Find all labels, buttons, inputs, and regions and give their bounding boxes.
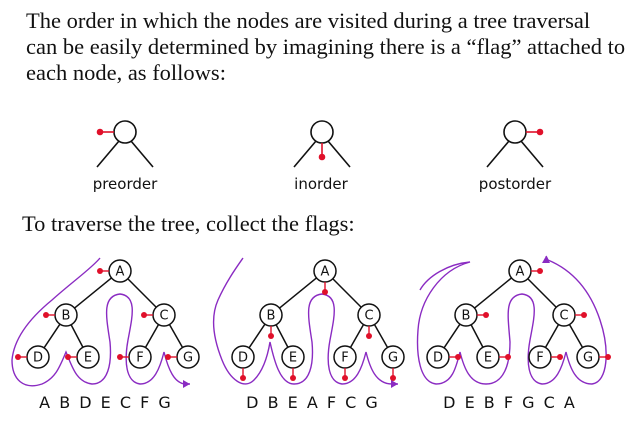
- flag-e: [290, 375, 296, 381]
- tree-edge: [527, 278, 557, 308]
- flag-f: [342, 375, 348, 381]
- postorder-traversal-path: [416, 255, 607, 385]
- preorder-tree: A B C D E F G: [11, 257, 200, 388]
- postorder-left-edge: [486, 140, 510, 168]
- flag-f: [117, 354, 123, 360]
- preorder-right-edge: [130, 140, 154, 168]
- preorder-traversal-path: [11, 257, 190, 387]
- tree-edge: [248, 323, 266, 349]
- flag-c: [366, 333, 372, 339]
- postorder-sequence: D E B F G C A: [443, 393, 577, 412]
- node-e-label: E: [484, 351, 492, 366]
- tree-edge: [43, 323, 61, 349]
- inorder-sequence: D B E A F C G: [246, 393, 380, 412]
- node-c-label: C: [559, 309, 568, 324]
- tree-edge: [275, 324, 289, 348]
- preorder-sequence: A B D E C F G: [39, 393, 173, 412]
- inorder-right-edge: [327, 140, 351, 168]
- tree-edge: [373, 324, 389, 348]
- postorder-right-edge: [520, 140, 544, 168]
- flag-d: [15, 354, 21, 360]
- postorder-tree: A B C D E F G: [416, 255, 611, 385]
- flag-e: [505, 354, 511, 360]
- preorder-flag: [96, 128, 104, 136]
- node-g-label: G: [583, 351, 593, 366]
- flag-b: [43, 312, 49, 318]
- preorder-left-edge: [96, 140, 120, 168]
- tree-edge: [74, 277, 112, 309]
- node-c-label: C: [364, 309, 373, 324]
- flag-g: [165, 354, 171, 360]
- tree-edge: [127, 278, 157, 308]
- node-f-label: F: [341, 351, 348, 366]
- inorder-tree: A B C D E F G: [212, 257, 405, 388]
- tree-edge: [544, 324, 560, 348]
- inorder-label: inorder: [294, 175, 348, 193]
- inorder-path-arrowhead: [391, 380, 398, 388]
- flag-a: [537, 268, 543, 274]
- flag-g: [390, 375, 396, 381]
- node-g-label: G: [183, 351, 193, 366]
- flag-g: [605, 354, 611, 360]
- flag-c: [581, 312, 587, 318]
- node-e-label: E: [84, 351, 92, 366]
- postorder-path-arrowhead: [542, 256, 550, 263]
- inorder-traversal-path: [212, 257, 398, 385]
- node-f-label: F: [536, 351, 543, 366]
- node-d-label: D: [33, 351, 43, 366]
- flag-a: [322, 289, 328, 295]
- inorder-flag: [318, 153, 326, 161]
- flag-d: [240, 375, 246, 381]
- tree-edge: [168, 324, 184, 348]
- node-d-label: D: [433, 351, 443, 366]
- node-c-label: C: [159, 309, 168, 324]
- flag-e: [65, 354, 71, 360]
- tree-edge: [70, 324, 84, 348]
- tree-edge: [332, 278, 362, 308]
- instruction-text: To traverse the tree, collect the flags:: [22, 211, 355, 236]
- node-g-label: G: [388, 351, 398, 366]
- tree-edge: [568, 324, 584, 348]
- preorder-label: preorder: [92, 175, 158, 193]
- intro-paragraph: The order in which the nodes are visited…: [26, 8, 626, 85]
- flag-f: [557, 354, 563, 360]
- node-e-label: E: [289, 351, 297, 366]
- flag-a: [97, 268, 103, 274]
- flag-b: [268, 333, 274, 339]
- tree-edge: [443, 323, 461, 349]
- flag-d: [455, 354, 461, 360]
- node-f-label: F: [136, 351, 143, 366]
- node-a-label: A: [321, 265, 330, 280]
- node-b-label: B: [267, 309, 276, 324]
- tree-edge: [279, 277, 317, 309]
- postorder-label: postorder: [478, 175, 552, 193]
- tree-edge: [470, 324, 484, 348]
- flag-c: [141, 312, 147, 318]
- node-b-label: B: [62, 309, 71, 324]
- flag-b: [483, 312, 489, 318]
- tree-edge: [349, 324, 365, 348]
- node-d-label: D: [238, 351, 248, 366]
- postorder-flag: [536, 128, 544, 136]
- node-b-label: B: [462, 309, 471, 324]
- preorder-path-arrowhead: [183, 380, 190, 388]
- tree-edge: [144, 324, 160, 348]
- node-a-label: A: [516, 265, 525, 280]
- inorder-left-edge: [293, 140, 317, 168]
- tree-edge: [474, 277, 512, 309]
- node-a-label: A: [116, 265, 125, 280]
